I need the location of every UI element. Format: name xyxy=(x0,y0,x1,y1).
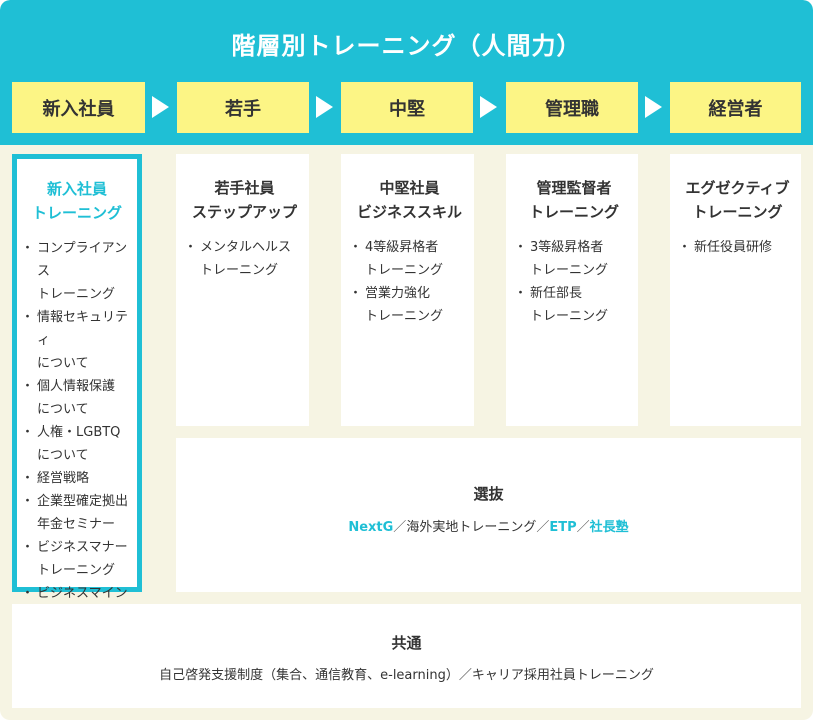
common-card: 共通 自己啓発支援制度（集合、通信教育、e-learning）／キャリア採用社員… xyxy=(12,604,801,708)
card-list-item-line: について xyxy=(37,402,89,417)
training-card: 管理監督者トレーニング3等級昇格者トレーニング新任部長トレーニング xyxy=(506,154,638,426)
card-list-item-line: 企業型確定拠出 xyxy=(37,494,129,509)
card-title-line: トレーニング xyxy=(31,204,122,222)
card-list-item-line: メンタルヘルス xyxy=(200,240,292,255)
card-title-line: 中堅社員 xyxy=(379,179,440,197)
card-list-item-line: トレーニング xyxy=(37,287,116,302)
selection-item: ETP xyxy=(549,520,577,535)
card-list-item-line: ビジネスマナー xyxy=(37,540,128,555)
selection-items: NextG／海外実地トレーニング／ETP／社長塾 xyxy=(176,516,801,535)
card-title: エグゼクティブトレーニング xyxy=(680,176,795,224)
card-list-item-line: について xyxy=(37,356,89,371)
card-list-item-line: トレーニング xyxy=(365,309,444,324)
common-text: 自己啓発支援制度（集合、通信教育、e-learning）／キャリア採用社員トレー… xyxy=(159,668,654,683)
card-list-item-line: について xyxy=(37,448,89,463)
training-card: エグゼクティブトレーニング新任役員研修 xyxy=(670,154,801,426)
selection-item: NextG xyxy=(348,520,394,535)
card-title-line: エグゼクティブ xyxy=(685,179,790,197)
arrow-right-icon xyxy=(645,96,662,118)
card-list-item-line: 新任役員研修 xyxy=(694,240,773,255)
separator: ／ xyxy=(393,520,407,535)
card-item-list: 4等級昇格者トレーニング営業力強化トレーニング xyxy=(349,236,468,328)
card-list-item-line: 経営戦略 xyxy=(37,471,90,486)
card-item-list: コンプライアンストレーニング情報セキュリティについて個人情報保護について人権・L… xyxy=(21,237,131,651)
selection-title: 選抜 xyxy=(473,485,504,503)
card-item-list: 新任役員研修 xyxy=(678,236,795,259)
training-card: 新入社員トレーニングコンプライアンストレーニング情報セキュリティについて個人情報… xyxy=(12,154,142,647)
card-list-item-line: トレーニング xyxy=(530,263,609,278)
level-mid: 中堅 xyxy=(341,82,473,133)
card-title-line: ビジネススキル xyxy=(356,203,462,221)
card-list-item-line: 新任部長 xyxy=(530,286,583,301)
card-list-item-line: トレーニング xyxy=(365,263,444,278)
level-new-employee: 新入社員 xyxy=(12,82,145,133)
arrow-right-icon xyxy=(152,96,169,118)
arrow-right-icon xyxy=(316,96,333,118)
card-title: 若手社員ステップアップ xyxy=(186,176,303,224)
card-title-line: トレーニング xyxy=(528,203,619,221)
training-card: 中堅社員ビジネススキル4等級昇格者トレーニング営業力強化トレーニング xyxy=(341,154,474,426)
card-title-line: 新入社員 xyxy=(46,180,107,198)
card-title-line: 管理監督者 xyxy=(536,179,612,197)
common-title: 共通 xyxy=(391,634,422,652)
card-list-item: 経営戦略 xyxy=(21,467,131,490)
card-list-item-line: トレーニング xyxy=(37,563,116,578)
card-list-item: 人権・LGBTQ について xyxy=(21,421,131,467)
card-list-item: 新任役員研修 xyxy=(678,236,795,259)
selection-card: 選抜 NextG／海外実地トレーニング／ETP／社長塾 xyxy=(176,438,801,592)
level-manager: 管理職 xyxy=(506,82,638,133)
selection-item: 社長塾 xyxy=(589,520,629,535)
card-list-item-line: 人権・LGBTQ xyxy=(37,425,121,440)
separator: ／ xyxy=(576,520,590,535)
card-title: 中堅社員ビジネススキル xyxy=(351,176,468,224)
separator: ／ xyxy=(536,520,550,535)
card-list-item-line: コンプライアンス xyxy=(37,241,128,279)
card-title-line: トレーニング xyxy=(692,203,783,221)
card-list-item-line: 個人情報保護 xyxy=(37,379,116,394)
level-young: 若手 xyxy=(177,82,309,133)
card-title: 新入社員トレーニング xyxy=(23,177,131,225)
selection-item: 海外実地トレーニング xyxy=(406,520,537,535)
card-list-item-line: 4等級昇格者 xyxy=(365,240,439,255)
card-list-item-line: 情報セキュリティ xyxy=(37,310,129,348)
arrow-right-icon xyxy=(480,96,497,118)
card-list-item-line: トレーニング xyxy=(200,263,279,278)
card-list-item-line: 営業力強化 xyxy=(365,286,431,301)
card-title: 管理監督者トレーニング xyxy=(516,176,632,224)
card-list-item-line: トレーニング xyxy=(530,309,609,324)
level-executive: 経営者 xyxy=(670,82,801,133)
card-list-item-line: 3等級昇格者 xyxy=(530,240,604,255)
diagram-title: 階層別トレーニング（人間力） xyxy=(231,32,582,60)
card-list-item-line: 年金セミナー xyxy=(37,517,116,532)
header-band: 階層別トレーニング（人間力） 新入社員 若手 中堅 管理職 経営者 xyxy=(0,0,813,145)
card-title-line: 若手社員 xyxy=(214,179,275,197)
card-item-list: 3等級昇格者トレーニング新任部長トレーニング xyxy=(514,236,632,328)
training-card: 若手社員ステップアップメンタルヘルストレーニング xyxy=(176,154,309,426)
card-title-line: ステップアップ xyxy=(191,203,297,221)
